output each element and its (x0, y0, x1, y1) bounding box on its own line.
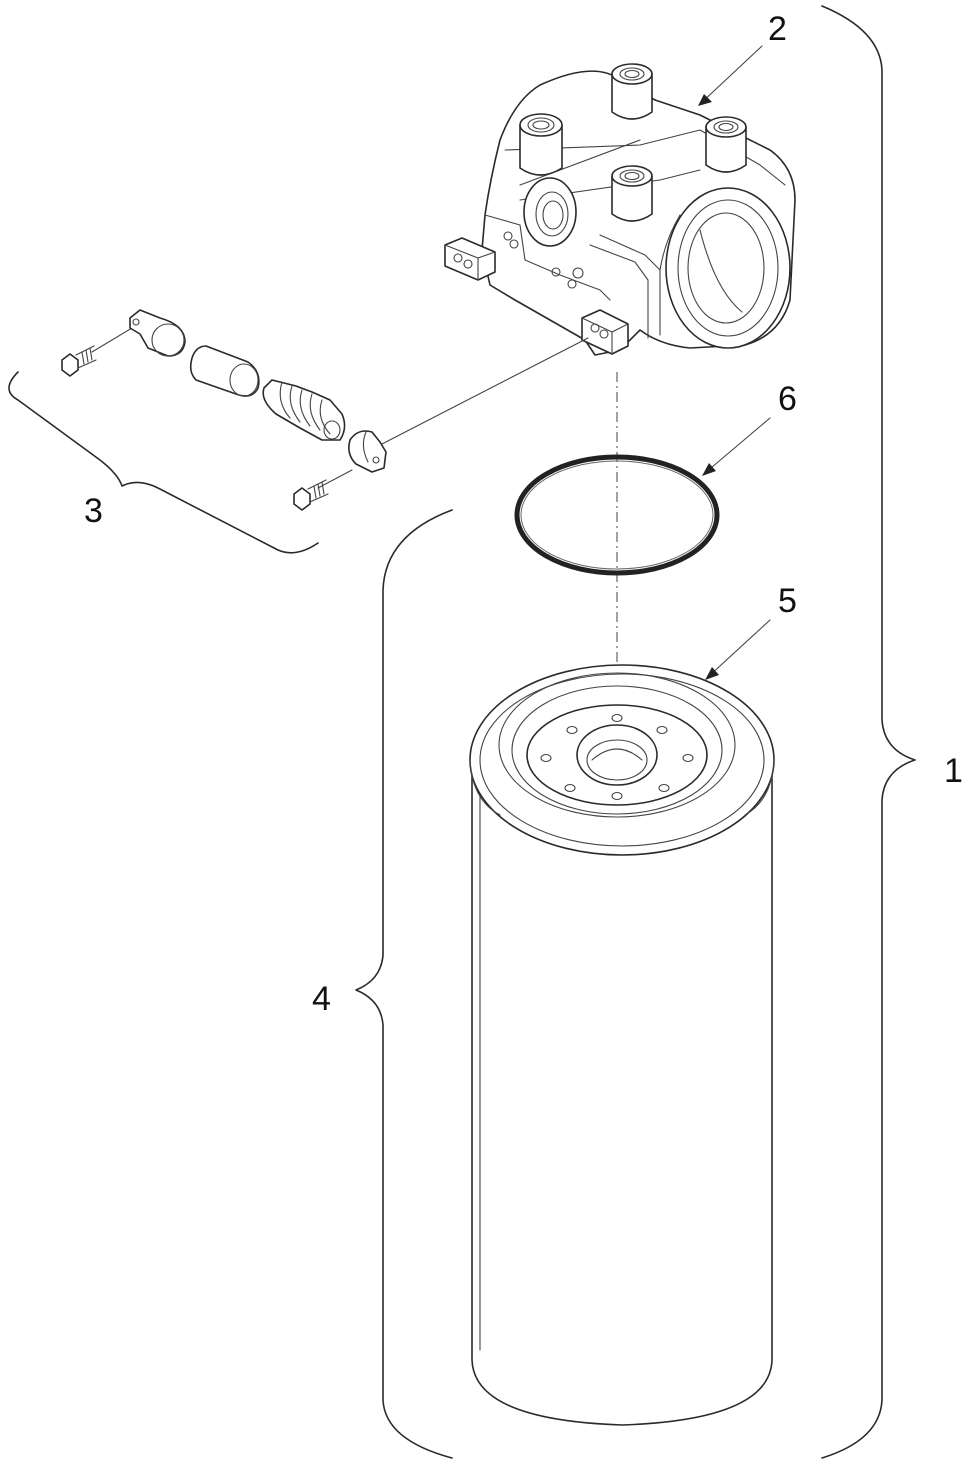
valve-end-cap-lower (348, 430, 387, 473)
callout-item-2: 2 (768, 10, 787, 48)
valve-end-cap-upper (129, 309, 186, 357)
bracket-item-4 (355, 509, 453, 1459)
valve-cap-screw-lower (293, 479, 329, 511)
filter-head (444, 63, 796, 356)
bracket-item-3 (8, 371, 319, 554)
callout-item-3: 3 (84, 492, 103, 530)
valve-cap-screw-upper (61, 345, 97, 377)
callout-item-1: 1 (944, 752, 963, 790)
callout-item-4: 4 (312, 980, 331, 1018)
valve-spring-poppet (262, 379, 346, 441)
head-port-boss (611, 63, 653, 120)
leader-arrow-item-6 (702, 417, 771, 476)
head-port-boss (705, 116, 747, 173)
filter-element (469, 664, 775, 1426)
head-port-boss (611, 165, 653, 222)
o-ring-seal (514, 454, 720, 576)
leader-arrow-item-5 (705, 619, 771, 680)
head-port-boss (519, 113, 563, 176)
leader-arrow-item-2 (698, 45, 763, 106)
callout-item-6: 6 (778, 380, 797, 418)
valve-sleeve (189, 345, 260, 397)
callout-item-5: 5 (778, 582, 797, 620)
bracket-item-1 (821, 5, 916, 1459)
relief-valve-kit (61, 309, 589, 511)
